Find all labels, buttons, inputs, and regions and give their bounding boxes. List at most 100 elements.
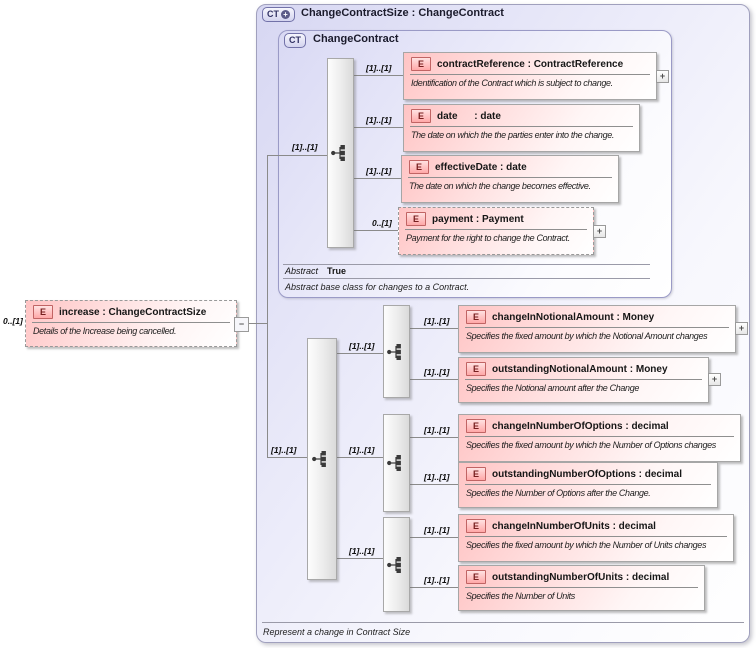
element-box-changeInNumberOfUnits[interactable]: E changeInNumberOfUnits : decimal Specif…: [458, 514, 734, 562]
divider: [405, 229, 587, 230]
element-description: Specifies the fixed amount by which the …: [466, 331, 708, 341]
divider: [408, 177, 612, 178]
connector-line: [235, 323, 267, 324]
connector-line: [352, 178, 401, 179]
connector-line: [352, 127, 403, 128]
element-box-outstandingNotionalAmount[interactable]: E outstandingNotionalAmount : Money Spec…: [458, 357, 709, 403]
expand-toggle[interactable]: +: [708, 373, 721, 386]
divider: [465, 484, 711, 485]
element-badge-icon: E: [466, 362, 486, 376]
sequence-compositor[interactable]: [383, 414, 410, 512]
element-description: Identification of the Contract which is …: [411, 78, 613, 88]
cardinality-label: [1]..[1]: [349, 546, 375, 556]
cardinality-label: 0..[1]: [3, 316, 23, 326]
sequence-compositor[interactable]: [383, 517, 410, 612]
element-description: Payment for the right to change the Cont…: [406, 233, 570, 243]
element-badge-icon: E: [406, 212, 426, 226]
element-box-payment[interactable]: E payment : Payment Payment for the righ…: [398, 207, 594, 255]
cardinality-label: [1]..[1]: [366, 166, 392, 176]
connector-line: [267, 155, 268, 458]
element-badge-icon: E: [411, 57, 431, 71]
divider: [465, 436, 734, 437]
connector-line: [335, 353, 383, 354]
element-description: The date on which the change becomes eff…: [409, 181, 591, 191]
element-box-changeInNumberOfOptions[interactable]: E changeInNumberOfOptions : decimal Spec…: [458, 414, 741, 462]
connector-line: [267, 457, 307, 458]
element-box-outstandingNumberOfUnits[interactable]: E outstandingNumberOfUnits : decimal Spe…: [458, 565, 705, 611]
element-title: outstandingNumberOfUnits : decimal: [492, 571, 670, 583]
element-badge-icon: E: [466, 419, 486, 433]
sequence-compositor[interactable]: [327, 58, 354, 248]
element-box-increase[interactable]: E increase : ChangeContractSize Details …: [25, 300, 237, 347]
cardinality-label: [1]..[1]: [366, 115, 392, 125]
sequence-compositor[interactable]: [307, 338, 337, 580]
facet-divider: [283, 278, 650, 279]
element-box-contractReference[interactable]: E contractReference : ContractReference …: [403, 52, 657, 100]
base-type-annotation: Abstract base class for changes to a Con…: [285, 282, 470, 292]
element-box-outstandingNumberOfOptions[interactable]: E outstandingNumberOfOptions : decimal S…: [458, 462, 718, 508]
element-description: Details of the Increase being cancelled.: [33, 326, 177, 336]
sequence-compositor[interactable]: [383, 305, 410, 398]
divider: [465, 587, 698, 588]
abstract-facet-value: True: [327, 266, 347, 276]
connector-line: [352, 230, 398, 231]
element-badge-icon: E: [33, 305, 53, 319]
element-title: changeInNumberOfOptions : decimal: [492, 420, 669, 432]
cardinality-label: [1]..[1]: [424, 525, 450, 535]
divider: [465, 327, 729, 328]
complextype-badge-icon: CT+: [262, 7, 295, 22]
element-box-changeInNotionalAmount[interactable]: E changeInNotionalAmount : Money Specifi…: [458, 305, 736, 353]
element-description: Specifies the fixed amount by which the …: [466, 440, 716, 450]
element-title: outstandingNumberOfOptions : decimal: [492, 468, 683, 480]
base-type-title: ChangeContract: [313, 33, 399, 45]
connector-line: [408, 379, 458, 380]
cardinality-label: [1]..[1]: [271, 445, 297, 455]
complextype-badge-icon: CT: [284, 33, 306, 48]
element-title: date : date: [437, 110, 501, 122]
element-badge-icon: E: [466, 310, 486, 324]
expand-toggle[interactable]: +: [735, 322, 748, 335]
cardinality-label: [1]..[1]: [292, 142, 318, 152]
connector-line: [335, 558, 383, 559]
divider: [465, 379, 702, 380]
cardinality-label: [1]..[1]: [424, 472, 450, 482]
element-badge-icon: E: [411, 109, 431, 123]
sequence-icon: [312, 451, 326, 467]
element-title: outstandingNotionalAmount : Money: [492, 363, 668, 375]
derived-plus-icon: +: [281, 10, 290, 19]
element-description: Specifies the Number of Options after th…: [466, 488, 651, 498]
element-title: contractReference : ContractReference: [437, 58, 624, 70]
divider: [410, 126, 633, 127]
element-badge-icon: E: [466, 467, 486, 481]
annotation-divider: [262, 622, 744, 623]
element-title: changeInNotionalAmount : Money: [492, 311, 655, 323]
root-annotation: Represent a change in Contract Size: [263, 627, 411, 637]
element-badge-icon: E: [466, 570, 486, 584]
element-description: Specifies the Notional amount after the …: [466, 383, 640, 393]
cardinality-label: 0..[1]: [372, 218, 392, 228]
sequence-icon: [386, 556, 401, 573]
cardinality-label: [1]..[1]: [366, 63, 392, 73]
expand-toggle[interactable]: +: [656, 70, 669, 83]
cardinality-label: [1]..[1]: [424, 367, 450, 377]
element-badge-icon: E: [466, 519, 486, 533]
element-title: effectiveDate : date: [435, 161, 527, 173]
connector-line: [408, 328, 458, 329]
element-title: changeInNumberOfUnits : decimal: [492, 520, 656, 532]
collapse-toggle[interactable]: −: [234, 317, 249, 332]
connector-line: [352, 75, 403, 76]
connector-line: [335, 457, 383, 458]
connector-line: [408, 437, 458, 438]
cardinality-label: [1]..[1]: [349, 341, 375, 351]
diagram-title: ChangeContractSize : ChangeContract: [301, 7, 504, 19]
sequence-icon: [386, 455, 401, 471]
element-description: Specifies the fixed amount by which the …: [466, 540, 707, 550]
element-box-effectiveDate[interactable]: E effectiveDate : date The date on which…: [401, 155, 619, 203]
expand-toggle[interactable]: +: [593, 225, 606, 238]
element-description: Specifies the Number of Units: [466, 591, 575, 601]
divider: [32, 322, 230, 323]
cardinality-label: [1]..[1]: [424, 425, 450, 435]
element-box-date[interactable]: E date : date The date on which the the …: [403, 104, 640, 152]
cardinality-label: [1]..[1]: [349, 445, 375, 455]
